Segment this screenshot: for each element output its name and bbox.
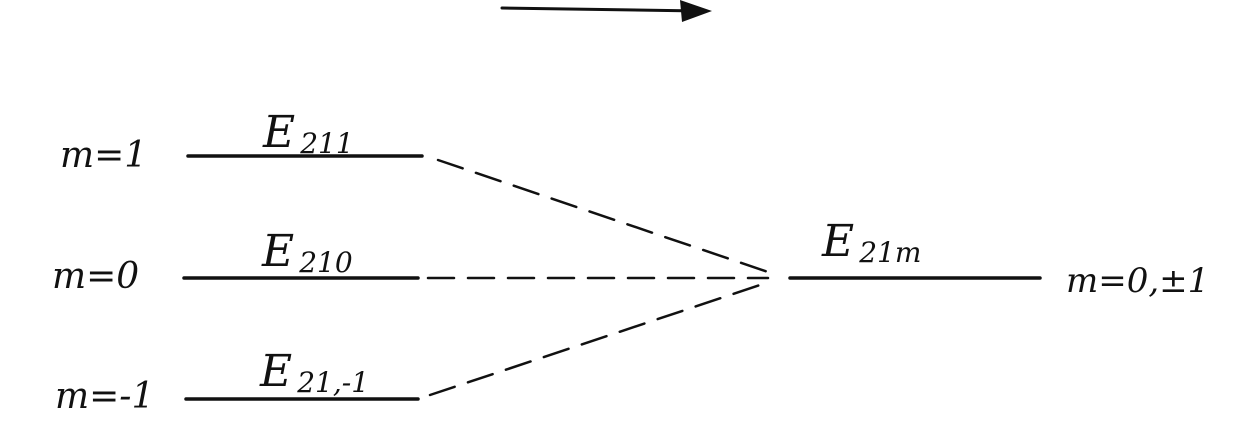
m-label-0: m=0: [52, 256, 139, 297]
arrow: [500, 0, 712, 22]
energy-label-21-minus-1: E 21,-1: [259, 346, 369, 399]
energy-symbol: E: [261, 226, 294, 277]
energy-label-21m: E 21m: [821, 216, 921, 269]
energy-symbol: E: [821, 216, 854, 267]
energy-symbol: E: [262, 107, 295, 158]
m-label-degenerate: m=0,±1: [1066, 261, 1209, 301]
energy-label-210: E 210: [261, 226, 353, 279]
energy-symbol: E: [259, 346, 292, 397]
level-m-plus-1: m=1 E 211: [60, 107, 424, 176]
arrow-head-icon: [680, 0, 712, 22]
energy-label-211: E 211: [262, 107, 354, 160]
energy-subscript: 210: [298, 246, 352, 279]
level-degenerate: E 21m m=0,±1: [788, 216, 1209, 301]
connector-plus-1: [436, 158, 770, 274]
m-label-plus-1: m=1: [60, 135, 147, 176]
m-label-minus-1: m=-1: [55, 376, 154, 417]
energy-subscript: 21,-1: [296, 366, 369, 399]
energy-subscript: 211: [299, 127, 353, 160]
energy-subscript: 21m: [858, 236, 921, 269]
dashed-connectors: [426, 158, 770, 397]
connector-minus-1: [428, 283, 762, 397]
level-m-0: m=0 E 210: [52, 226, 420, 297]
level-m-minus-1: m=-1 E 21,-1: [55, 346, 420, 417]
arrow-shaft: [500, 6, 702, 13]
